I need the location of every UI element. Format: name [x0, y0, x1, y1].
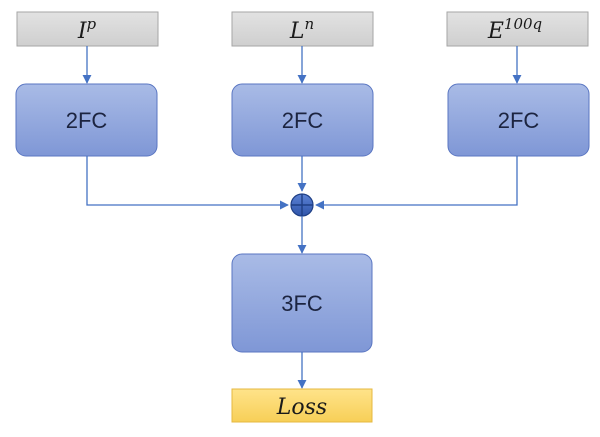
- loss-label: Loss: [276, 395, 327, 420]
- input-node-middle: Ln: [231, 11, 374, 47]
- input-left-sup: p: [87, 15, 97, 33]
- input-middle-sup: n: [304, 15, 314, 33]
- loss-node: Loss: [231, 388, 373, 423]
- sum-node-plus-icon: [290, 193, 314, 217]
- fc-left-label: 2FC: [66, 108, 108, 133]
- input-node-right: E100q: [446, 11, 589, 47]
- input-node-left: Ip: [16, 11, 159, 47]
- fc-right-label: 2FC: [498, 108, 540, 133]
- arrow-fc-left-to-sum: [86, 156, 289, 210]
- input-right-base: E: [487, 19, 504, 44]
- arrow-fc-right-to-sum: [315, 156, 518, 210]
- fc-block-left: 2FC: [15, 83, 158, 157]
- fc-middle-label: 2FC: [282, 108, 324, 133]
- input-right-sup: 100q: [504, 15, 542, 33]
- fc-bottom-label: 3FC: [281, 291, 323, 316]
- fc-block-bottom: 3FC: [231, 253, 373, 353]
- input-left-base: I: [77, 19, 88, 44]
- svg-text:E100q: E100q: [487, 15, 542, 44]
- fc-block-right: 2FC: [447, 83, 590, 157]
- input-middle-base: L: [289, 19, 305, 44]
- fc-block-middle: 2FC: [231, 83, 374, 157]
- svg-text:Ip: Ip: [77, 15, 97, 44]
- svg-text:Ln: Ln: [289, 15, 314, 44]
